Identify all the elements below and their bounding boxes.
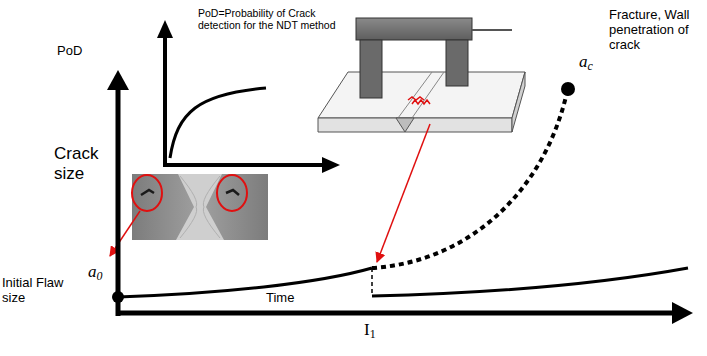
highlight-circle — [132, 175, 162, 211]
crack-growth — [112, 82, 688, 303]
main-axes — [107, 70, 693, 324]
plate-front — [318, 118, 512, 132]
weld-bead — [176, 174, 224, 240]
symbol-label: a0 — [88, 262, 102, 282]
arrowhead — [672, 302, 693, 324]
leader-arrow — [110, 211, 140, 256]
plate-top — [318, 72, 525, 118]
axis-label: Time — [266, 291, 294, 306]
yoke-leg — [360, 40, 382, 98]
pod-curve — [170, 88, 266, 158]
weld-groove — [396, 118, 414, 132]
yoke-bar — [356, 18, 472, 40]
yoke-leg — [446, 40, 468, 86]
weld-section — [132, 174, 268, 240]
pod-axes — [157, 20, 340, 173]
pod-y-axis — [163, 36, 167, 167]
inset-title: PoD=Probability of Crack detection for t… — [198, 7, 348, 31]
ndt-yoke-illustration — [318, 18, 525, 262]
y-axis — [116, 88, 121, 316]
arrowhead — [107, 70, 129, 90]
axis-label: Crack size — [54, 144, 110, 183]
x-axis — [116, 311, 674, 316]
axis-label: PoD — [57, 44, 82, 59]
critical-point — [561, 82, 575, 96]
unrepaired-curve — [372, 92, 567, 268]
weld-image — [110, 174, 268, 256]
arrowhead — [322, 157, 340, 173]
highlight-circle — [217, 175, 247, 211]
repair-line — [371, 268, 373, 296]
cable — [472, 29, 512, 31]
symbol-label: ac — [579, 52, 593, 72]
growth-curve — [372, 268, 688, 296]
pod-x-axis — [163, 163, 324, 167]
growth-curve — [118, 268, 372, 297]
crack-mark — [141, 190, 154, 195]
indication — [408, 97, 430, 104]
crack-mark — [226, 190, 239, 195]
time-label: I1 — [364, 320, 376, 340]
leader-arrow — [377, 124, 430, 262]
initial-point — [112, 291, 124, 303]
arrowhead — [157, 20, 173, 38]
note-label: Fracture, Wall penetration of crack — [609, 8, 704, 53]
point-label: Initial Flaw size — [2, 276, 76, 306]
